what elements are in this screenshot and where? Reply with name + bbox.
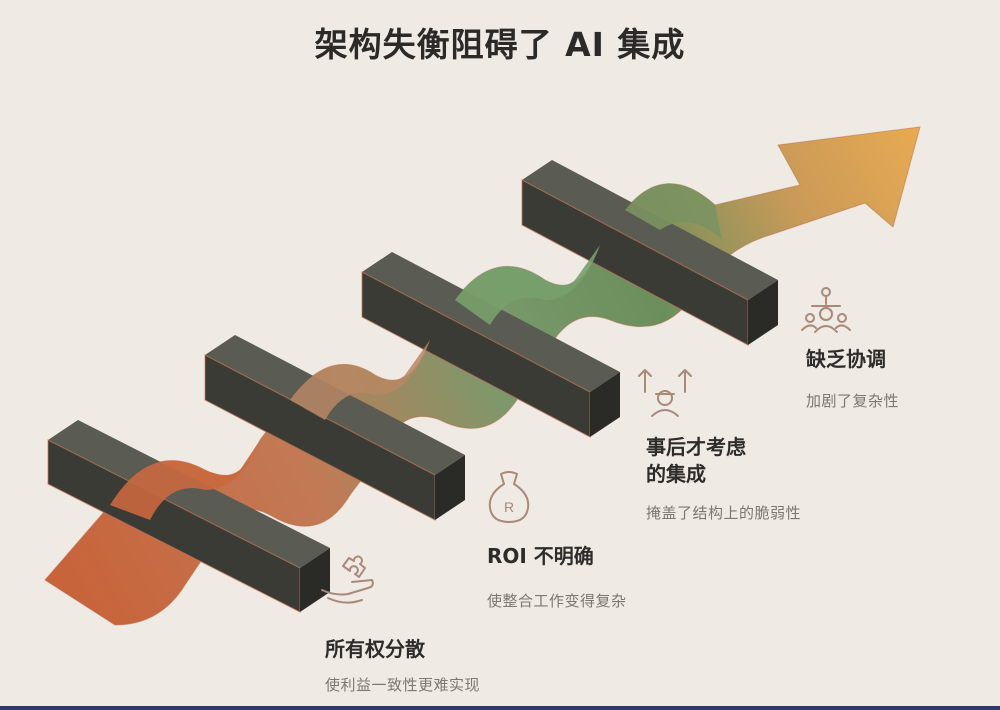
item-1-description: 使利益一致性更难实现 xyxy=(325,676,481,694)
puzzle-hand-icon xyxy=(321,555,374,604)
item-3-heading-line-2: 的集成 xyxy=(646,462,706,486)
item-3-heading: 事后才考虑 的集成 xyxy=(646,434,746,488)
svg-text:R: R xyxy=(504,499,514,515)
ribbon-front-segments xyxy=(110,183,722,520)
item-2-heading: ROI 不明确 xyxy=(487,543,594,570)
item-1-heading: 所有权分散 xyxy=(325,636,425,663)
item-2-heading-line: ROI 不明确 xyxy=(487,544,594,568)
block-1 xyxy=(47,420,330,613)
bottom-border xyxy=(0,706,1000,710)
item-4-heading: 缺乏协调 xyxy=(806,346,886,373)
worker-arrows-icon xyxy=(638,369,692,417)
item-4-heading-line: 缺乏协调 xyxy=(806,347,886,371)
block-4 xyxy=(521,160,778,346)
item-1-heading-line: 所有权分散 xyxy=(325,637,425,661)
item-3-heading-line-1: 事后才考虑 xyxy=(646,435,746,459)
item-3-description: 掩盖了结构上的脆弱性 xyxy=(646,504,802,522)
page-title: 架构失衡阻碍了 AI 集成 xyxy=(314,25,686,64)
money-bag-icon: R xyxy=(488,471,530,523)
team-network-icon xyxy=(801,287,851,333)
item-2-description: 使整合工作变得复杂 xyxy=(487,592,627,610)
item-4-description: 加剧了复杂性 xyxy=(806,392,900,410)
